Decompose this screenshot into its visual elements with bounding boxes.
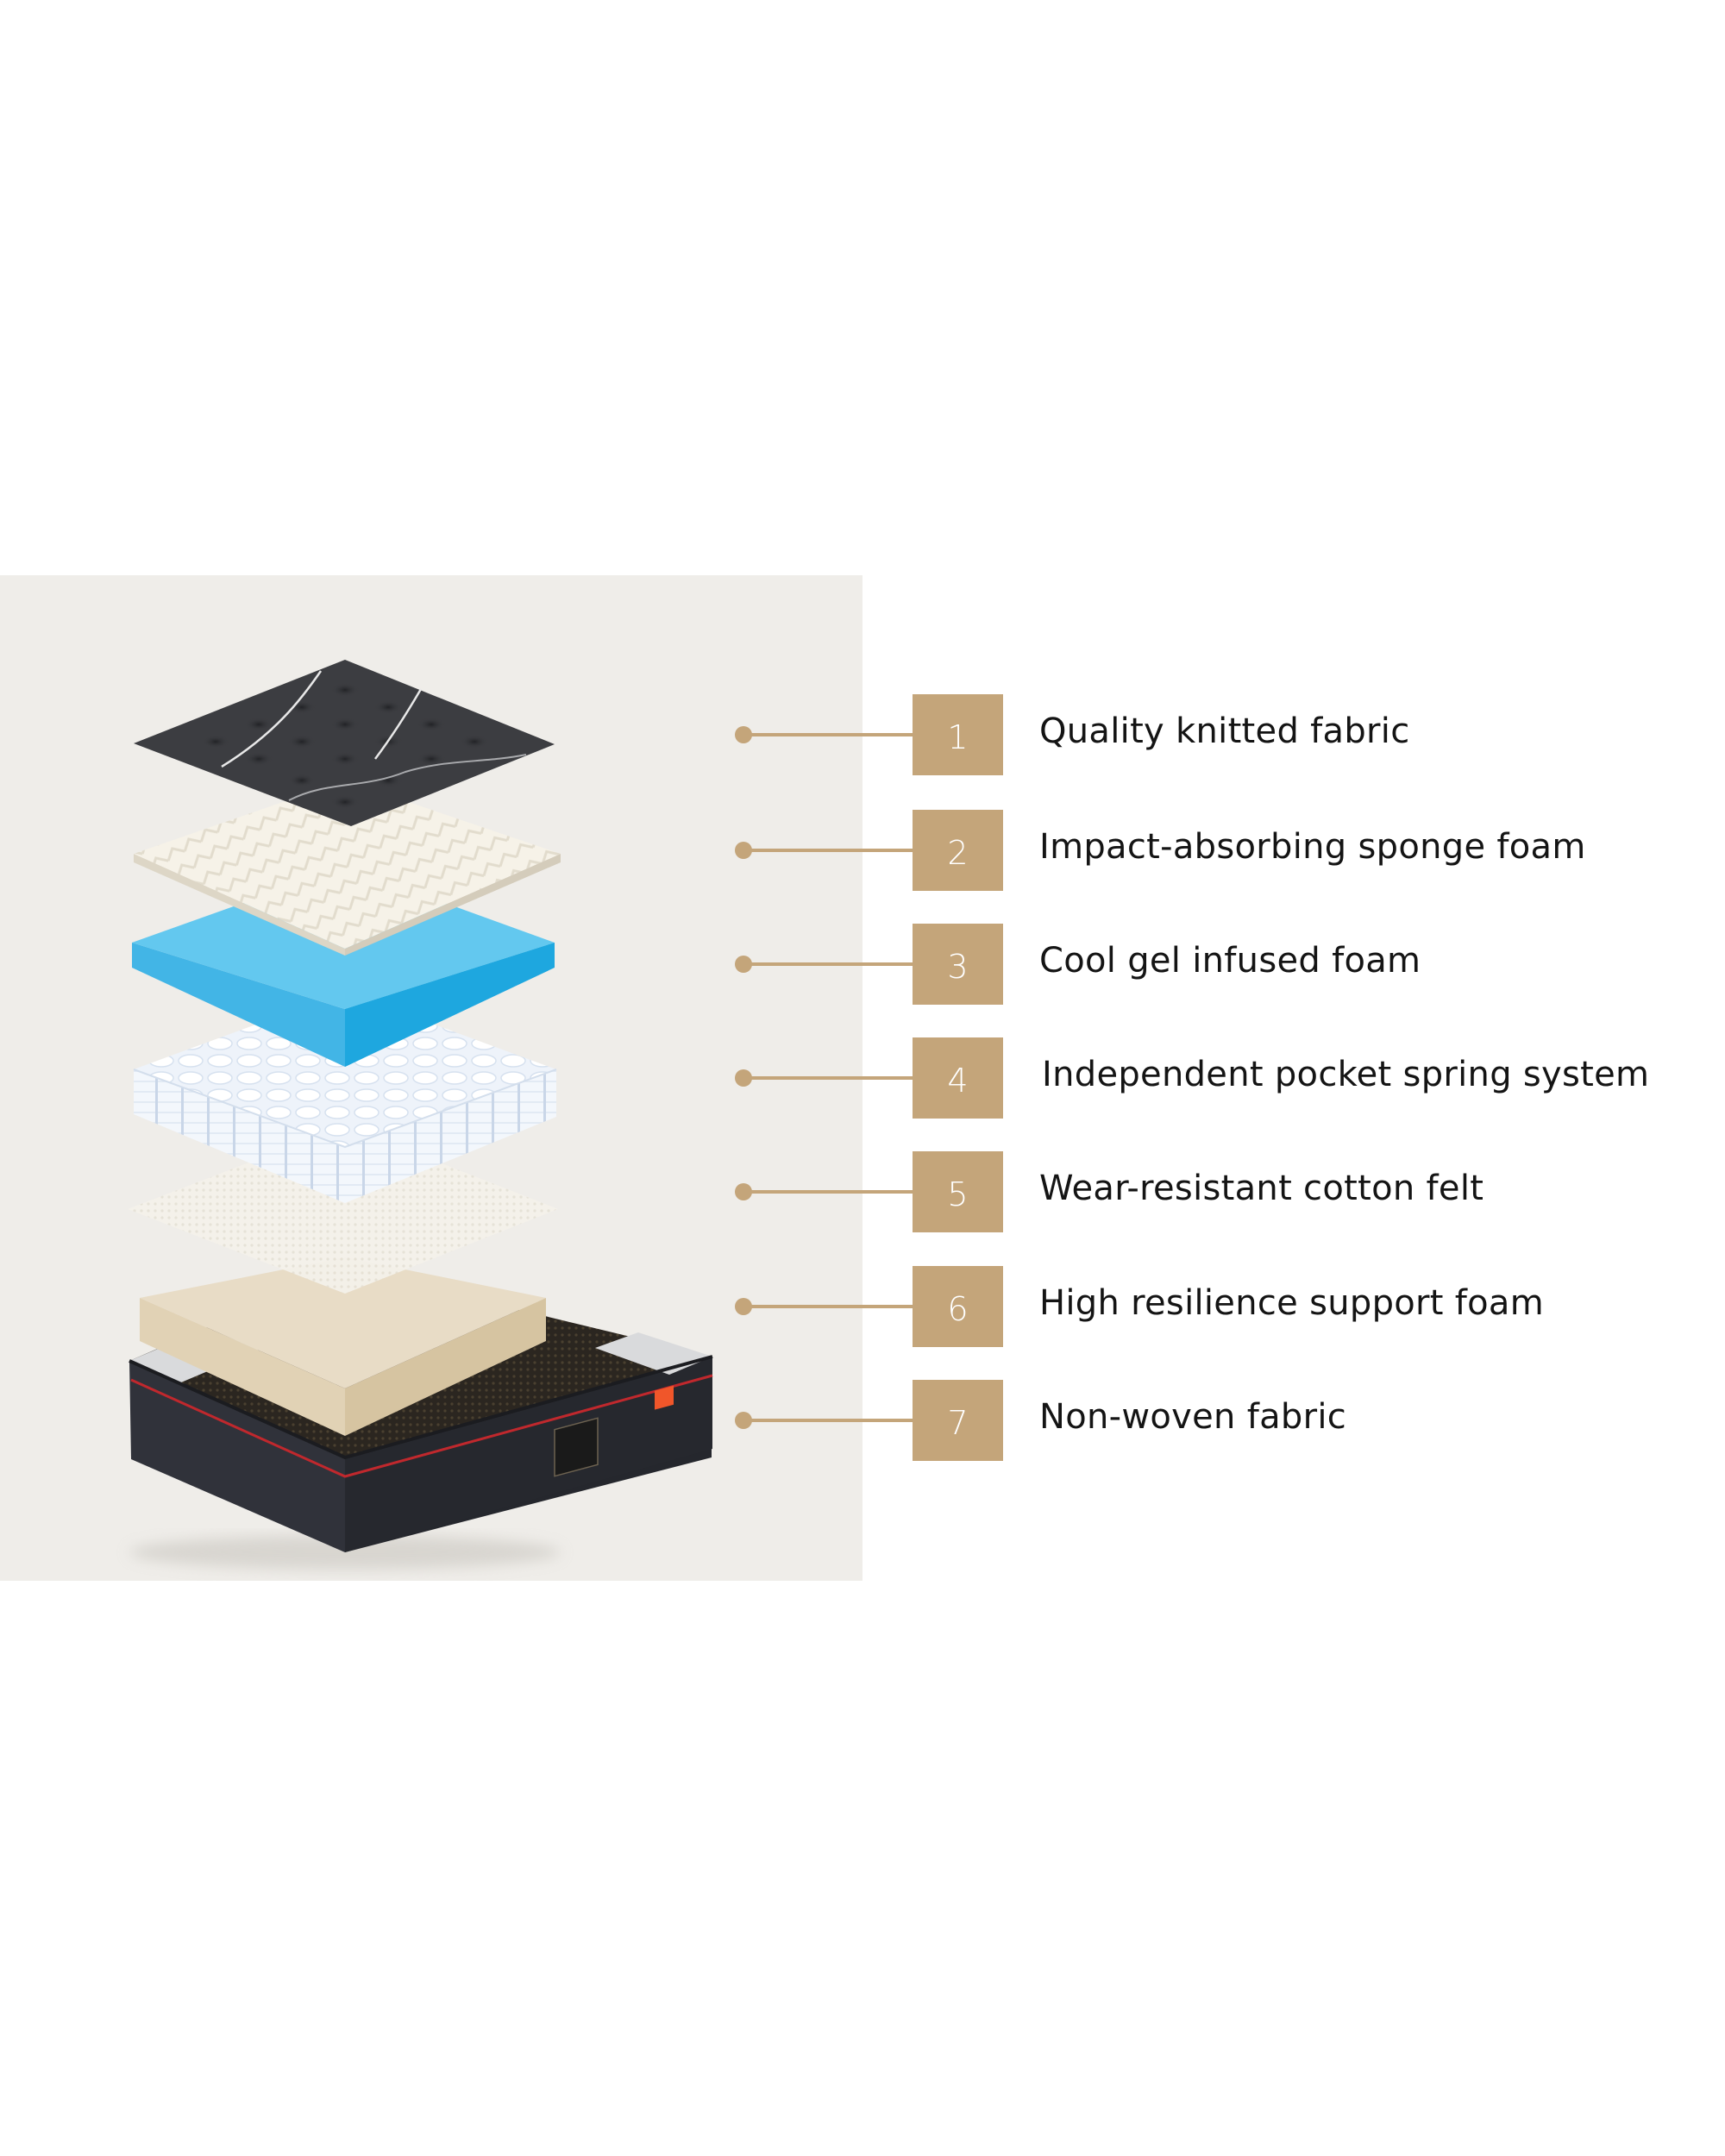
support-foam-layer-icon [140, 1257, 546, 1436]
layer-callout-7: 7 Non-woven fabric [0, 1380, 1725, 1461]
callout-leader-line [743, 849, 914, 852]
knitted-fabric-layer-icon [134, 660, 555, 826]
cotton-felt-layer-icon [128, 1125, 558, 1294]
layer-callout-6: 6 High resilience support foam [0, 1266, 1725, 1347]
layer-callout-2: 2 Impact-absorbing sponge foam [0, 810, 1725, 891]
layer-number-badge: 2 [913, 810, 1003, 891]
layer-label: Cool gel infused foam [1039, 941, 1421, 981]
pocket-spring-layer-icon [133, 992, 557, 1203]
layer-label: Impact-absorbing sponge foam [1039, 827, 1586, 867]
layer-callout-5: 5 Wear-resistant cotton felt [0, 1151, 1725, 1232]
layer-callout-4: 4 Independent pocket spring system [0, 1037, 1725, 1119]
layer-label: Wear-resistant cotton felt [1039, 1169, 1484, 1208]
layer-number-badge: 4 [913, 1037, 1003, 1119]
callout-leader-line [743, 1076, 914, 1080]
layer-number-badge: 5 [913, 1151, 1003, 1232]
callout-leader-line [743, 733, 914, 736]
layer-callout-3: 3 Cool gel infused foam [0, 924, 1725, 1005]
layer-label: High resilience support foam [1039, 1283, 1545, 1323]
callout-leader-line [743, 962, 914, 966]
callout-leader-line [743, 1419, 914, 1422]
callout-leader-line [743, 1305, 914, 1308]
layer-number-badge: 6 [913, 1266, 1003, 1347]
layer-label: Independent pocket spring system [1042, 1055, 1650, 1094]
callout-leader-line [743, 1190, 914, 1194]
sponge-foam-layer-icon [134, 780, 561, 956]
layer-number-badge: 3 [913, 924, 1003, 1005]
mattress-layers-illustration [128, 660, 713, 1570]
layer-label: Quality knitted fabric [1039, 711, 1410, 751]
layer-number-badge: 1 [913, 694, 1003, 775]
layer-callout-1: 1 Quality knitted fabric [0, 694, 1725, 775]
layer-number-badge: 7 [913, 1380, 1003, 1461]
layer-label: Non-woven fabric [1039, 1397, 1347, 1437]
